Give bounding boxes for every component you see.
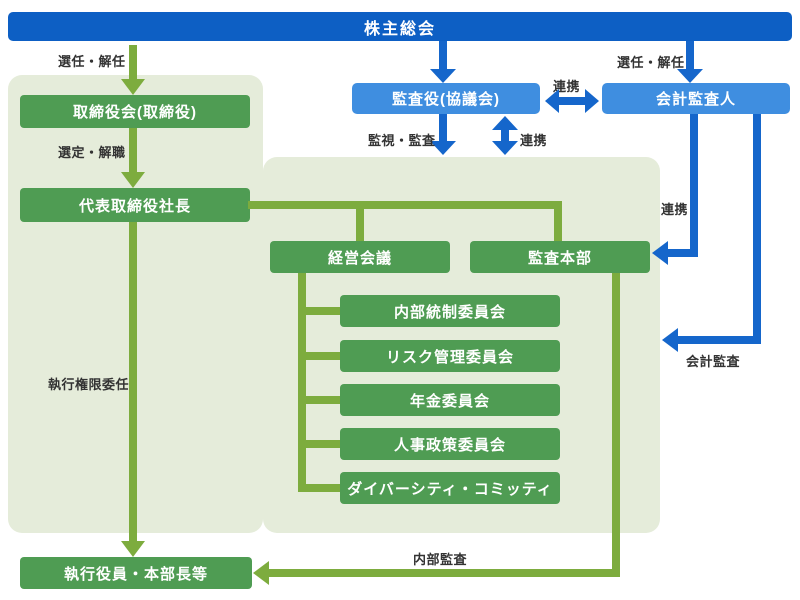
audit-hq-box: 監査本部 (470, 241, 650, 273)
president-box: 代表取締役社長 (20, 188, 250, 222)
committee-diversity-box: ダイバーシティ・コミッティ (340, 472, 560, 504)
arrowhead-shareholders-to-accounting-auditor (677, 69, 703, 83)
label-accounting-audit: 会計監査 (686, 354, 741, 369)
arrowhead-internal-audit (253, 561, 269, 585)
arrowhead-cooperation-vertical-up (492, 116, 518, 130)
committee-diversity-label: ダイバーシティ・コミッティ (347, 480, 553, 498)
accounting-auditor-box: 会計監査人 (602, 83, 790, 114)
shareholders-meeting-box: 株主総会 (8, 12, 792, 41)
line-president-horizontal (248, 201, 562, 209)
line-stub-committee-5 (306, 484, 340, 492)
committee-pension-label: 年金委員会 (409, 392, 490, 410)
arrowhead-cooperation-left (545, 89, 559, 113)
arrowhead-shareholders-to-board (121, 79, 145, 95)
label-internal-audit: 内部監査 (413, 552, 468, 567)
line-drop-audit-hq (554, 201, 562, 241)
arrowhead-monitor-audit (430, 141, 456, 155)
line-accounting-audit-vertical (753, 114, 761, 344)
line-monitor-audit (439, 114, 447, 141)
arrowhead-accounting-audit (662, 328, 678, 352)
line-committee-trunk (298, 273, 306, 492)
arrowhead-shareholders-to-audit-board (430, 69, 456, 83)
executives-label: 執行役員・本部長等 (63, 565, 208, 583)
line-stub-committee-3 (306, 396, 340, 404)
arrowhead-auditor-to-audit-hq (652, 241, 668, 265)
line-shareholders-to-accounting-auditor (686, 41, 694, 69)
arrowhead-cooperation-right (585, 89, 599, 113)
label-monitor-audit: 監視・監査 (368, 133, 436, 148)
line-shareholders-to-audit-board (439, 41, 447, 69)
line-stub-committee-2 (306, 352, 340, 360)
audit-board-label: 監査役(協議会) (392, 91, 500, 108)
executives-box: 執行役員・本部長等 (20, 557, 252, 589)
arrowhead-board-to-president (121, 172, 145, 188)
management-meeting-label: 経営会議 (327, 249, 392, 267)
committee-internal-control-box: 内部統制委員会 (340, 295, 560, 327)
committee-risk-management-label: リスク管理委員会 (385, 348, 514, 366)
label-cooperation-top: 連携 (553, 79, 581, 94)
line-stub-committee-1 (306, 307, 340, 315)
label-cooperation-vertical: 連携 (520, 133, 548, 148)
line-auditor-to-audit-hq-horizontal (668, 249, 698, 257)
line-accounting-audit-horizontal (678, 336, 761, 344)
committee-internal-control-label: 内部統制委員会 (393, 303, 506, 321)
label-cooperation-right: 連携 (661, 202, 689, 217)
line-cooperation-top (557, 97, 587, 105)
management-meeting-box: 経営会議 (270, 241, 450, 273)
audit-hq-label: 監査本部 (527, 249, 592, 267)
committee-risk-management-box: リスク管理委員会 (340, 340, 560, 372)
committee-hr-policy-label: 人事政策委員会 (393, 436, 506, 454)
line-internal-audit-horizontal (269, 569, 620, 577)
line-internal-audit-vertical (612, 273, 620, 577)
arrowhead-cooperation-vertical-down (492, 141, 518, 155)
line-drop-management-meeting (356, 201, 364, 241)
line-president-to-executives (129, 222, 137, 541)
line-stub-committee-4 (306, 440, 340, 448)
audit-board-box: 監査役(協議会) (352, 83, 540, 114)
shareholders-meeting-label: 株主総会 (363, 20, 436, 38)
label-appoint-dismiss-right: 選任・解任 (617, 55, 685, 70)
board-of-directors-box: 取締役会(取締役) (20, 95, 250, 128)
accounting-auditor-label: 会計監査人 (655, 91, 736, 108)
board-of-directors-label: 取締役会(取締役) (73, 104, 197, 121)
committee-hr-policy-box: 人事政策委員会 (340, 428, 560, 460)
committee-pension-box: 年金委員会 (340, 384, 560, 416)
line-shareholders-to-board (129, 45, 137, 79)
label-select-remove: 選定・解職 (58, 145, 126, 160)
label-delegation: 執行権限委任 (48, 377, 130, 392)
president-label: 代表取締役社長 (78, 197, 191, 215)
line-cooperation-vertical (501, 128, 509, 142)
line-auditor-to-audit-hq-vertical (690, 114, 698, 257)
label-appoint-dismiss-left: 選任・解任 (58, 54, 126, 69)
arrowhead-president-to-executives (121, 541, 145, 557)
line-board-to-president (129, 128, 137, 172)
